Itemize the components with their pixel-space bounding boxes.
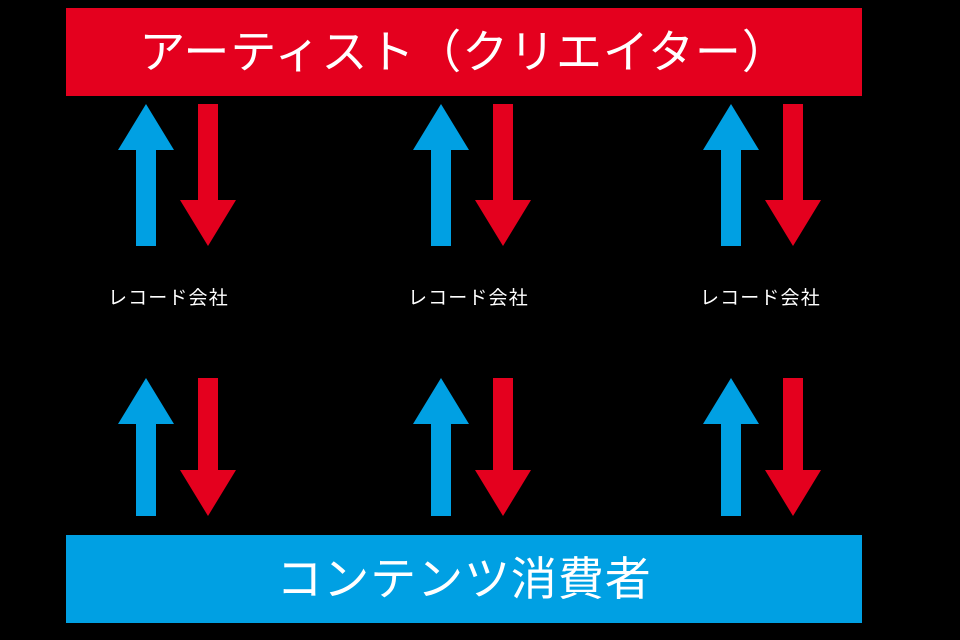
- arrow-up-icon: [118, 104, 174, 246]
- flow-pair-bottom-2: [413, 378, 533, 516]
- node-content-consumer-label: コンテンツ消費者: [276, 553, 652, 605]
- flow-pair-top-1: [118, 104, 238, 246]
- arrow-up-icon: [703, 378, 759, 516]
- flow-pair-top-3: [703, 104, 823, 246]
- arrow-down-icon: [475, 378, 531, 516]
- arrow-down-icon: [475, 104, 531, 246]
- node-record-company-3: レコード会社: [700, 289, 821, 308]
- arrow-up-icon: [413, 378, 469, 516]
- flow-pair-bottom-1: [118, 378, 238, 516]
- arrow-up-icon: [703, 104, 759, 246]
- node-record-company-2: レコード会社: [408, 289, 529, 308]
- arrow-down-icon: [765, 378, 821, 516]
- node-record-company-2-label: レコード会社: [408, 288, 529, 309]
- node-artist-creator-label: アーティスト（クリエイター）: [139, 26, 789, 78]
- node-record-company-1-label: レコード会社: [108, 288, 229, 309]
- arrow-up-icon: [118, 378, 174, 516]
- arrow-up-icon: [413, 104, 469, 246]
- arrow-down-icon: [765, 104, 821, 246]
- arrow-down-icon: [180, 378, 236, 516]
- node-content-consumer: コンテンツ消費者: [66, 535, 862, 623]
- arrow-down-icon: [180, 104, 236, 246]
- node-artist-creator: アーティスト（クリエイター）: [66, 8, 862, 96]
- flow-pair-bottom-3: [703, 378, 823, 516]
- node-record-company-3-label: レコード会社: [700, 288, 821, 309]
- node-record-company-1: レコード会社: [108, 289, 229, 308]
- flow-pair-top-2: [413, 104, 533, 246]
